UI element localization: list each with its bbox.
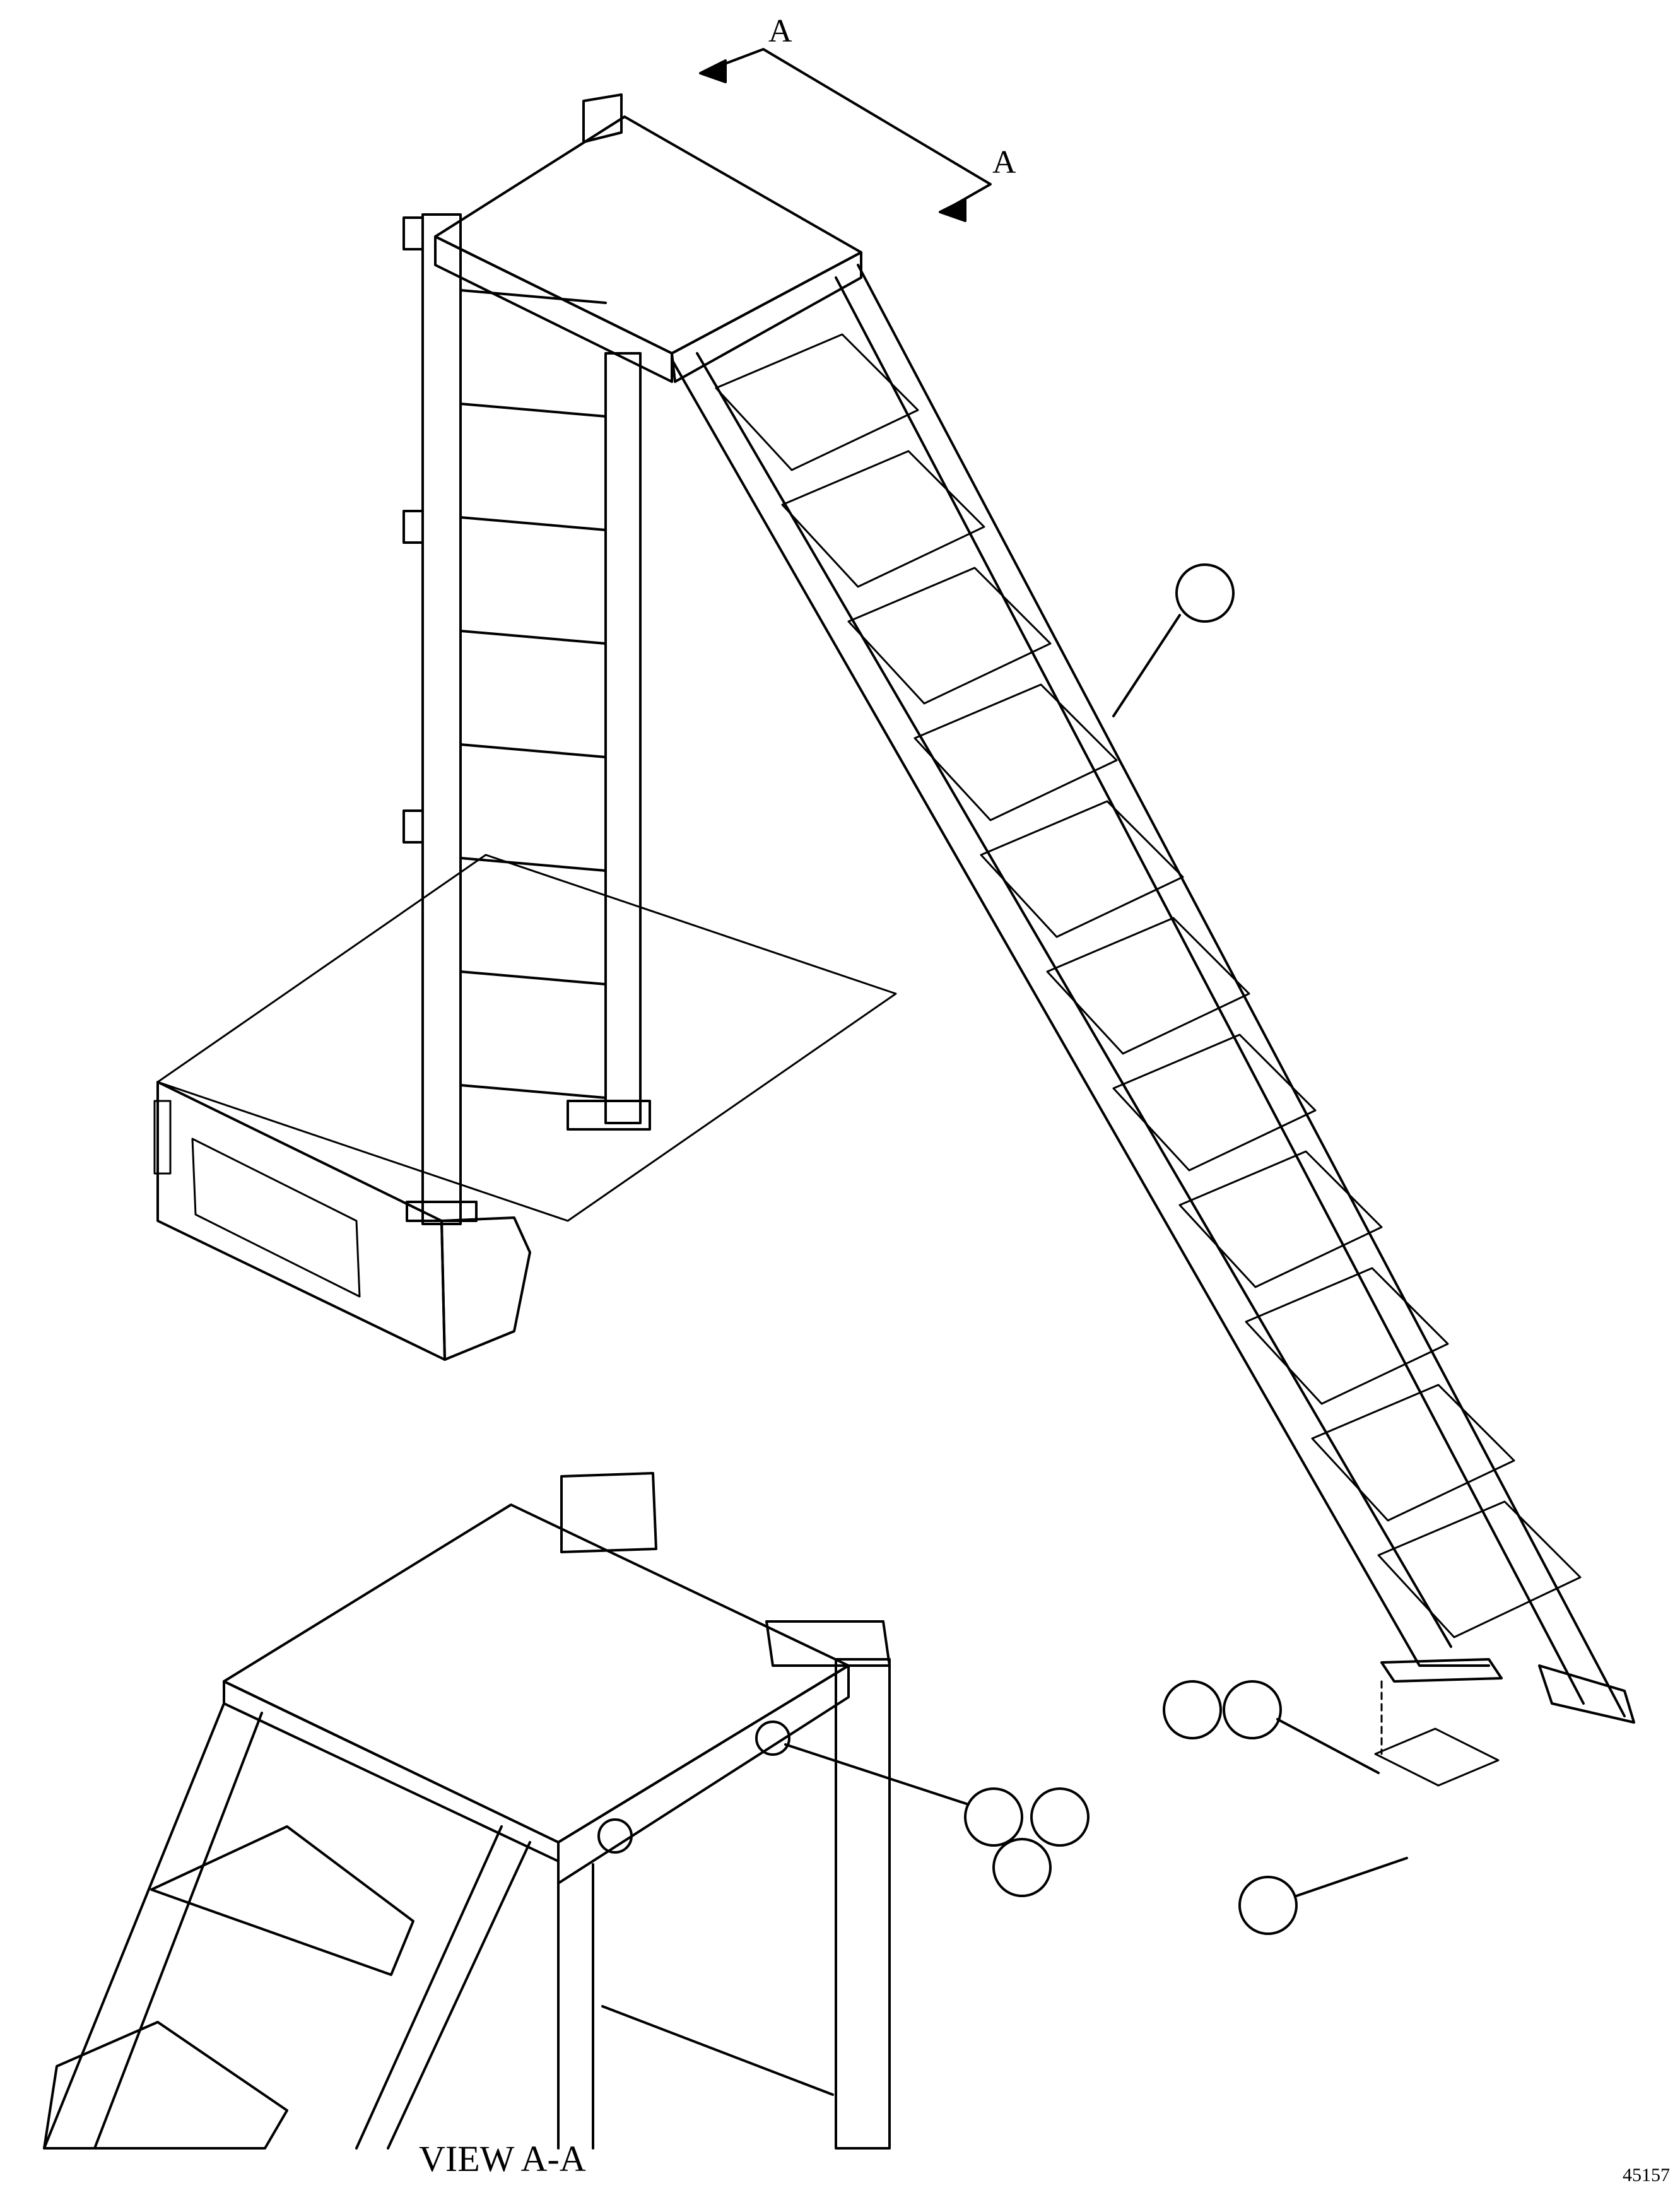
callout-balloons xyxy=(784,563,1408,1935)
base-plate xyxy=(1374,1680,1500,1787)
view-caption: VIEW A-A xyxy=(419,2138,586,2179)
view-a-a-detail xyxy=(43,1472,891,2150)
drawing-number: 45157 xyxy=(1623,2165,1670,2185)
section-marker-bottom: A xyxy=(992,144,1016,180)
section-line-a-a xyxy=(699,48,992,222)
stair-treads xyxy=(715,333,1582,1638)
top-platform xyxy=(434,93,862,383)
section-marker-top: A xyxy=(768,13,792,49)
platform-base xyxy=(153,854,897,1361)
stair-stringers xyxy=(671,264,1635,1724)
vertical-ladder xyxy=(402,213,651,1225)
